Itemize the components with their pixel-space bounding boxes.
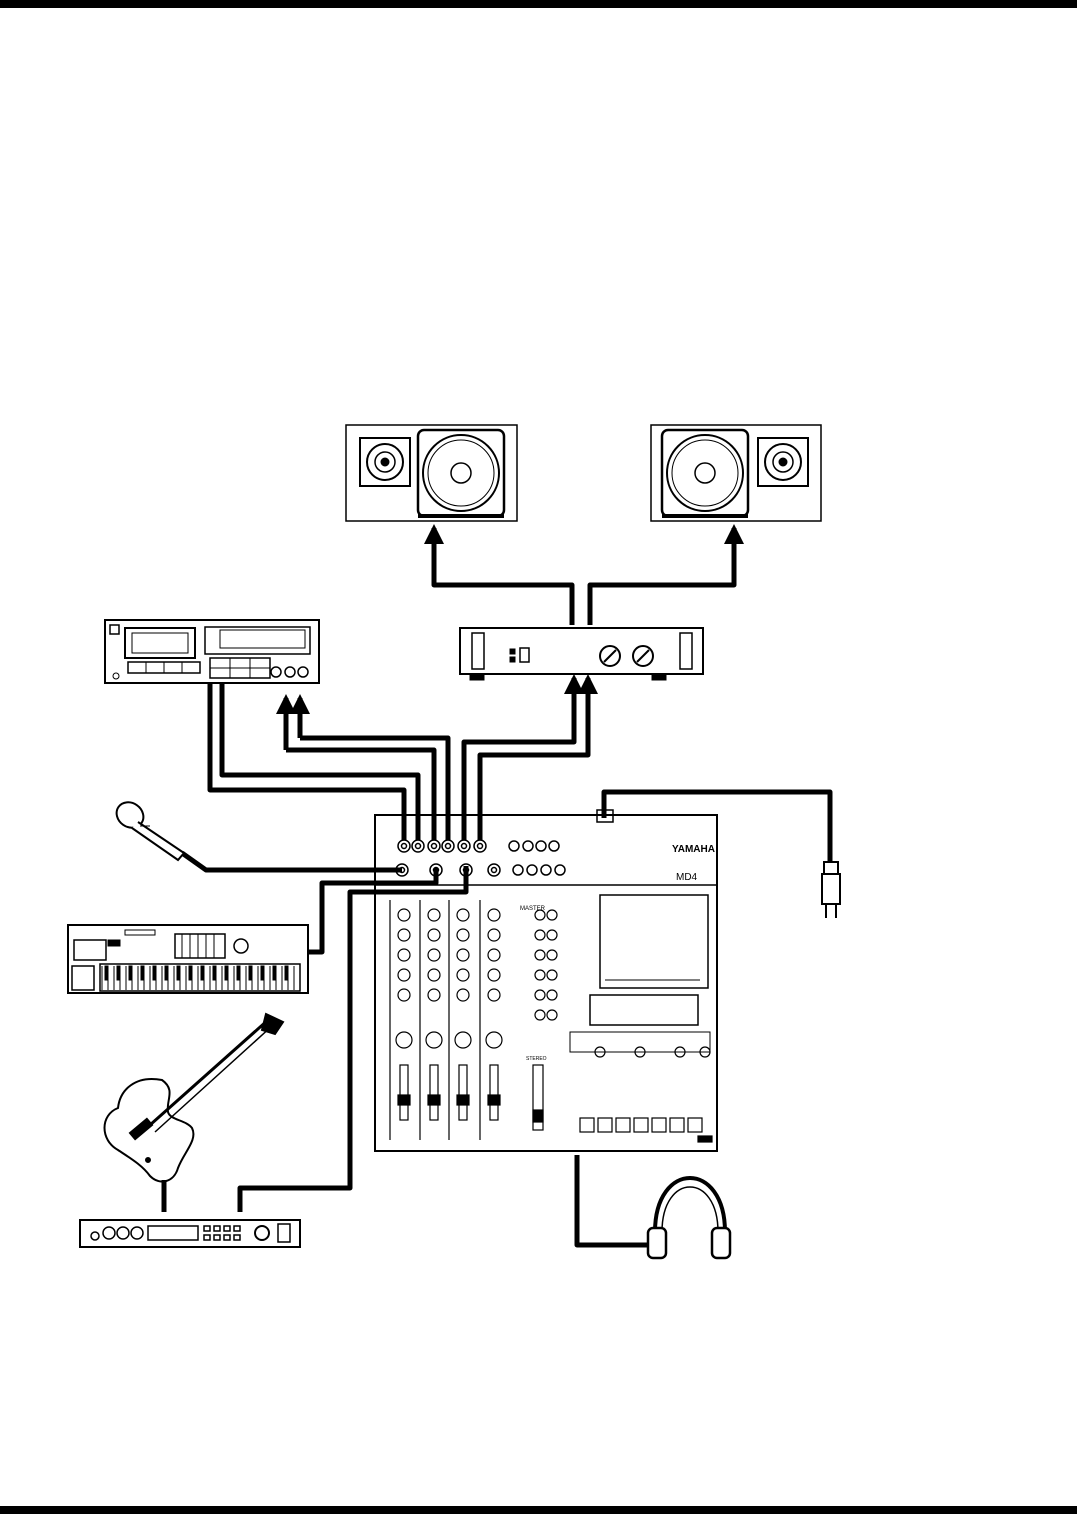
master-section-label: MASTER (520, 906, 546, 912)
channel-strips (390, 900, 557, 1140)
electric-guitar (105, 1014, 284, 1182)
deck-in-cable-1 (286, 698, 434, 840)
stereo-fader-label: STEREO (526, 1056, 547, 1062)
amp-to-right-speaker-cable (590, 528, 734, 625)
mic-cable (182, 853, 402, 870)
headphone-cable (577, 1155, 650, 1245)
model-label: MD4 (676, 872, 698, 883)
microphone (112, 797, 184, 860)
multitrack-recorder-mixer: YAMAHA MD4 MASTER STEREO (375, 810, 717, 1151)
rear-panel-jacks (396, 840, 565, 876)
keyboard-cable (308, 868, 436, 952)
brand-label: YAMAHA (672, 844, 715, 855)
left-monitor-speaker (346, 425, 517, 521)
cables (164, 528, 830, 1245)
effects-processor (80, 1220, 300, 1247)
power-amplifier (460, 628, 703, 680)
headphones (648, 1178, 730, 1258)
ac-power-cord (822, 862, 840, 918)
cassette-deck (105, 620, 319, 683)
effects-return-cable (240, 866, 466, 1212)
synthesizer-keyboard (68, 925, 308, 993)
right-monitor-speaker (651, 425, 821, 521)
amp-to-left-speaker-cable (434, 528, 572, 625)
deck-out-cable-2 (222, 683, 418, 840)
